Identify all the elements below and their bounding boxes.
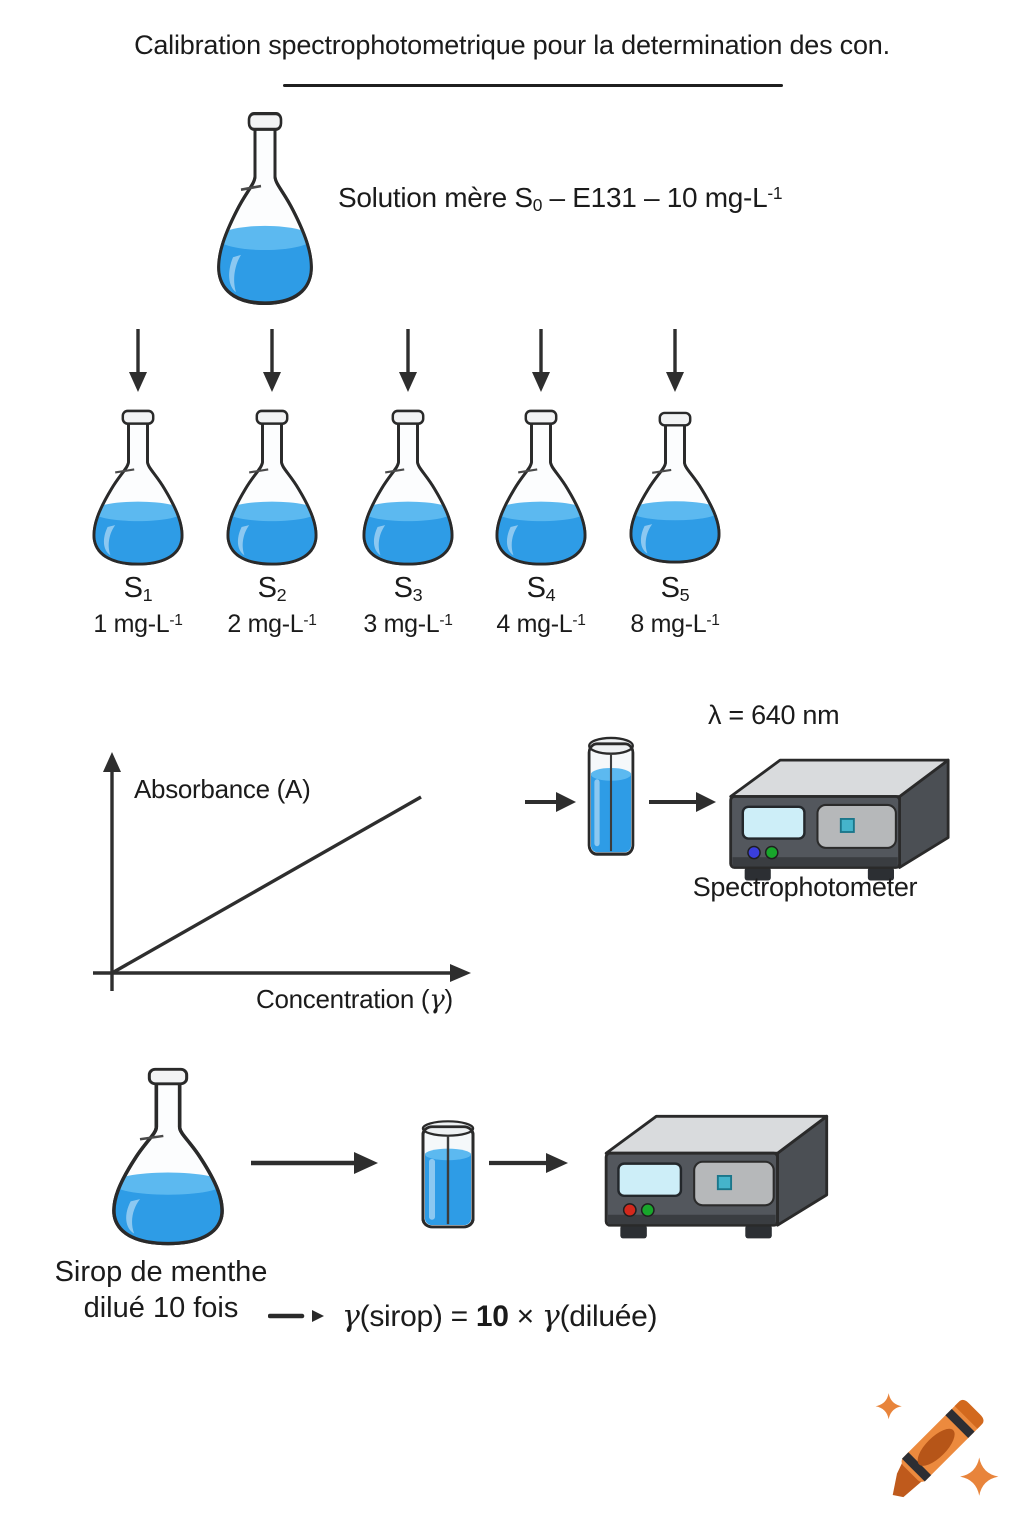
cuvette-icon	[416, 1116, 480, 1234]
stock-flask-icon	[205, 110, 325, 308]
device-display	[617, 1162, 683, 1198]
flask-icon	[484, 408, 598, 568]
crayon-icon	[875, 1393, 999, 1498]
standard-name: S1	[123, 572, 153, 605]
down-arrow-icon	[532, 329, 550, 392]
right-arrow-icon	[649, 792, 716, 812]
device-panel	[693, 1160, 775, 1207]
page-title: Calibration spectrophotometrique pour la…	[134, 30, 890, 60]
flask-icon	[81, 408, 195, 568]
graph-xlabel: Concentration (γ)	[256, 984, 453, 1015]
sirop-caption-line1: Sirop de menthe	[54, 1256, 268, 1288]
device-button	[716, 1175, 733, 1191]
sparkle-icon	[960, 1457, 999, 1496]
sirop-flask-icon	[98, 1066, 238, 1248]
calibration-line	[111, 795, 422, 975]
spectrophotometer-caption: Spectrophotometer	[692, 872, 918, 902]
device-display	[741, 805, 806, 840]
spectrophotometer-icon	[729, 758, 950, 881]
title-underline	[283, 84, 783, 87]
standard-name: S5	[660, 572, 690, 605]
standard-name: S4	[526, 572, 556, 605]
wavelength-label: λ = 640 nm	[708, 700, 840, 730]
flask-icon	[215, 408, 329, 568]
calibration-graph	[93, 752, 471, 991]
down-arrow-icon	[129, 329, 147, 392]
cuvette-icon	[583, 732, 639, 862]
flask-icon	[351, 408, 465, 568]
indicator-light-2	[764, 845, 779, 860]
indicator-light-1	[747, 845, 761, 860]
down-arrow-icon	[666, 329, 684, 392]
dilution-formula-row: γ(sirop) = 10 × γ(diluée)	[268, 1292, 658, 1340]
down-arrow-icon	[263, 329, 281, 392]
standard-name: S3	[393, 572, 423, 605]
indicator-light-1	[622, 1203, 637, 1217]
standard-concentration: 2 mg-L-1	[227, 610, 317, 638]
spectrophotometer-icon	[604, 1114, 829, 1239]
down-arrow-icon	[399, 329, 417, 392]
sparkle-icon	[875, 1393, 902, 1420]
sirop-caption: Sirop de menthe dilué 10 fois	[30, 1254, 292, 1326]
standard-concentration: 8 mg-L-1	[630, 610, 720, 638]
stock-solution-label: Solution mère S0 – E131 – 10 mg-L-1	[338, 182, 783, 215]
graph-ylabel: Absorbance (A)	[134, 774, 311, 804]
dilution-formula: γ(sirop) = 10 × γ(diluée)	[342, 1298, 658, 1334]
standard-concentration: 1 mg-L-1	[93, 610, 183, 638]
sirop-caption-line2: dilué 10 fois	[83, 1292, 239, 1324]
small-right-arrow-icon	[268, 1310, 324, 1322]
device-button	[839, 818, 855, 833]
indicator-light-2	[640, 1203, 655, 1217]
right-arrow-icon	[489, 1153, 568, 1173]
standard-concentration: 4 mg-L-1	[496, 610, 586, 638]
right-arrow-icon	[251, 1152, 378, 1174]
standard-name: S2	[257, 572, 287, 605]
device-panel	[816, 803, 897, 849]
standard-concentration: 3 mg-L-1	[363, 610, 453, 638]
right-arrow-icon	[525, 792, 576, 812]
flask-icon	[618, 408, 732, 568]
